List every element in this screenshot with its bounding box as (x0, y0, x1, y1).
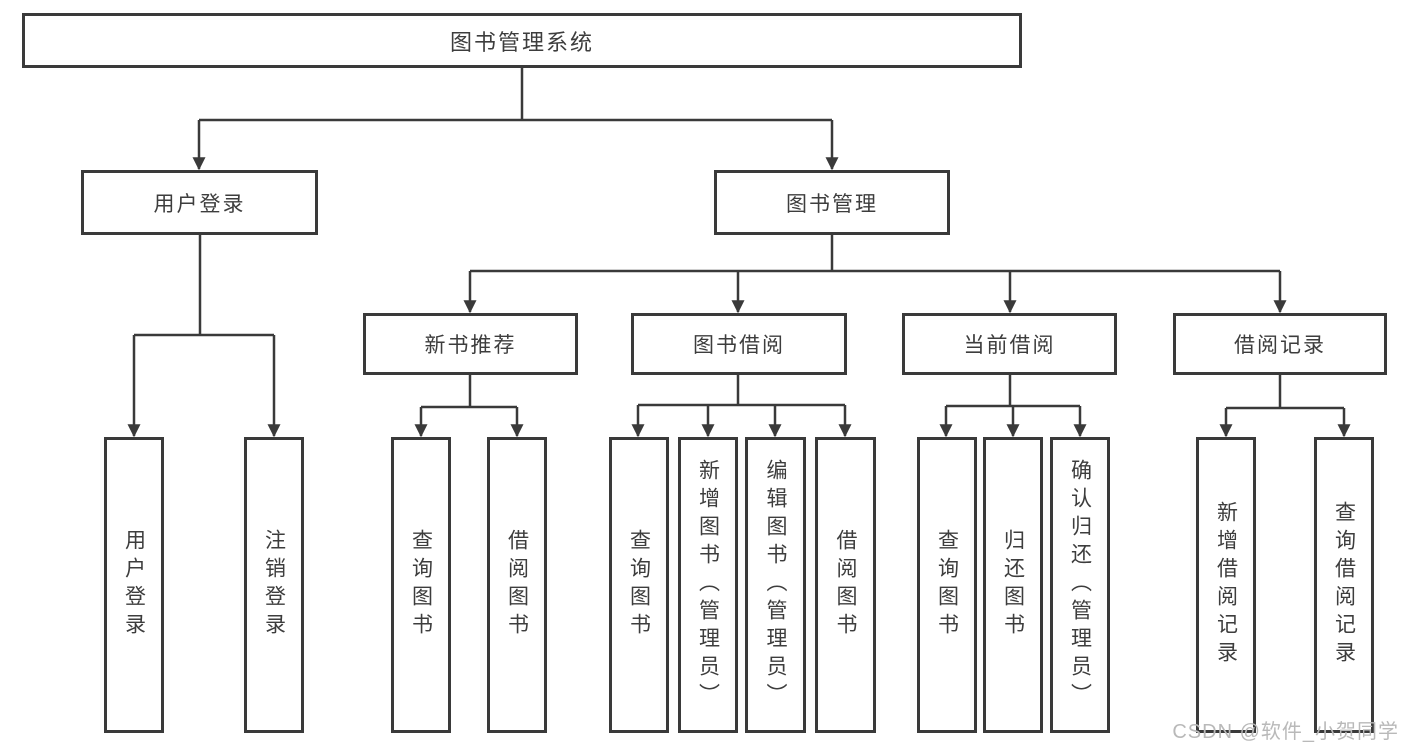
node-user-login: 用户登录 (81, 170, 318, 235)
leaf-bb-add-books-admin: 新增图书（管理员） (678, 437, 738, 733)
leaf-bb-query-books: 查询图书 (609, 437, 669, 733)
csdn-watermark: CSDN @软件_小贺同学 (1172, 721, 1399, 743)
leaf-user-login: 用户登录 (104, 437, 164, 733)
node-library-system: 图书管理系统 (22, 13, 1022, 68)
node-current-borrow: 当前借阅 (902, 313, 1117, 375)
leaf-bb-borrow-books: 借阅图书 (815, 437, 876, 733)
leaf-cb-query-books: 查询图书 (917, 437, 977, 733)
leaf-nb-query-books: 查询图书 (391, 437, 451, 733)
node-new-book-recommend: 新书推荐 (363, 313, 578, 375)
leaf-cb-confirm-return-admin: 确认归还（管理员） (1050, 437, 1110, 733)
leaf-rec-query-record: 查询借阅记录 (1314, 437, 1374, 733)
leaf-bb-edit-books-admin: 编辑图书（管理员） (745, 437, 806, 733)
tree-arrows (127, 120, 1351, 438)
tree-rails (134, 68, 1344, 410)
leaf-rec-add-record: 新增借阅记录 (1196, 437, 1256, 733)
node-borrow-records: 借阅记录 (1173, 313, 1387, 375)
leaf-cb-return-books: 归还图书 (983, 437, 1043, 733)
leaf-logout: 注销登录 (244, 437, 304, 733)
node-book-management: 图书管理 (714, 170, 950, 235)
node-book-borrow: 图书借阅 (631, 313, 847, 375)
leaf-nb-borrow-books: 借阅图书 (487, 437, 547, 733)
